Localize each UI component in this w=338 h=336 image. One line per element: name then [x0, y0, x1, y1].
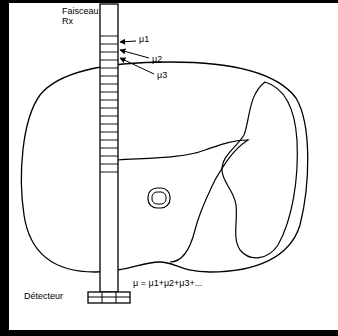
- leader-line: [120, 50, 149, 58]
- voxel-line: [100, 148, 118, 149]
- body-outline: [21, 62, 307, 272]
- detector: [88, 292, 130, 303]
- voxel-line: [100, 76, 118, 77]
- voxel-line: [100, 140, 118, 141]
- voxel-line: [100, 36, 118, 37]
- detector-label: Détecteur: [24, 291, 63, 301]
- beam-voxels: [100, 36, 118, 172]
- detector-cell: [88, 297, 130, 298]
- voxel-line: [100, 44, 118, 45]
- voxel-line: [100, 124, 118, 125]
- leader-line: [120, 58, 154, 74]
- beam-label: Faisceau Rx: [62, 6, 102, 26]
- voxel-line: [100, 60, 118, 61]
- left-organ-outline: [118, 140, 248, 262]
- voxel-line: [100, 108, 118, 109]
- vertebra: [148, 188, 170, 208]
- attenuation-label: μ2: [152, 54, 162, 64]
- white-panel: [9, 3, 338, 330]
- voxel-line: [100, 68, 118, 69]
- right-organ-outline: [222, 82, 297, 258]
- voxel-line: [100, 116, 118, 117]
- vertebra-inner: [152, 192, 166, 204]
- leader-line: [120, 41, 136, 42]
- attenuation-label: μ1: [139, 34, 149, 44]
- voxel-line: [100, 84, 118, 85]
- voxel-line: [100, 52, 118, 53]
- voxel-line: [100, 100, 118, 101]
- voxel-line: [100, 172, 118, 173]
- voxel-line: [100, 132, 118, 133]
- attenuation-label: μ3: [157, 70, 167, 80]
- voxel-line: [100, 156, 118, 157]
- voxel-line: [100, 164, 118, 165]
- sum-formula: μ = μ1+μ2+μ3+...: [133, 278, 202, 288]
- x-ray-beam: [100, 4, 118, 292]
- voxel-line: [100, 92, 118, 93]
